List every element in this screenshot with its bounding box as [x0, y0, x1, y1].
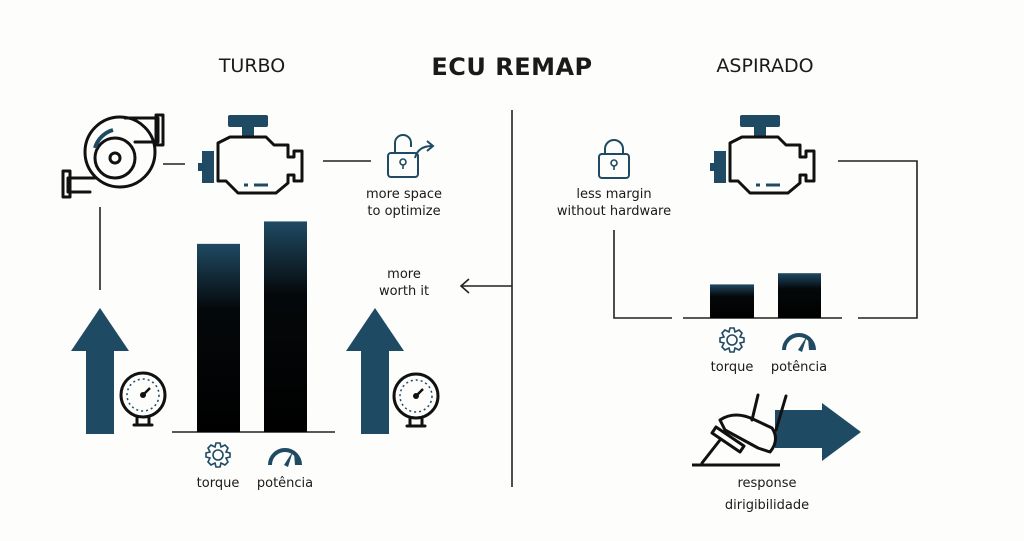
- aspirated-power-bar: [778, 273, 821, 318]
- note-worth-it: worth it: [379, 284, 429, 299]
- turbo-heading: TURBO: [218, 55, 285, 77]
- aspirated-torque-label: torque: [711, 360, 754, 375]
- pedal-foot-icon: [692, 393, 861, 467]
- pressure-gauge-icon: [392, 372, 440, 428]
- page-title: ECU REMAP: [431, 53, 592, 81]
- aspirated-power-label: potência: [771, 360, 827, 375]
- turbo-power-bar: [264, 221, 307, 432]
- turbo-torque-bar: [197, 243, 240, 432]
- note-more-space: more space: [366, 187, 442, 202]
- engine-icon: [708, 113, 816, 195]
- gear-icon: [205, 442, 231, 468]
- turbo-torque-label: torque: [197, 476, 240, 491]
- response-label: response: [737, 476, 796, 491]
- aspirated-torque-bar: [710, 284, 754, 318]
- aspirated-heading: ASPIRADO: [716, 55, 813, 77]
- lock-icon: [598, 139, 630, 179]
- pressure-gauge-icon: [119, 371, 167, 427]
- arrow-left-icon: [459, 278, 512, 294]
- note-more: more: [387, 267, 421, 282]
- unlock-icon: [387, 134, 435, 178]
- speedometer-icon: [268, 448, 302, 469]
- up-arrow-icon: [346, 308, 404, 434]
- note-less-margin: less margin: [576, 187, 651, 202]
- up-arrow-icon: [71, 308, 129, 434]
- turbocharger-icon: [61, 113, 165, 199]
- speedometer-icon: [782, 333, 816, 354]
- note-without-hardware: without hardware: [557, 204, 671, 219]
- engine-icon: [196, 113, 304, 195]
- drivability-label: dirigibilidade: [725, 498, 809, 513]
- gear-icon: [719, 327, 745, 353]
- turbo-power-label: potência: [257, 476, 313, 491]
- note-to-optimize: to optimize: [367, 204, 440, 219]
